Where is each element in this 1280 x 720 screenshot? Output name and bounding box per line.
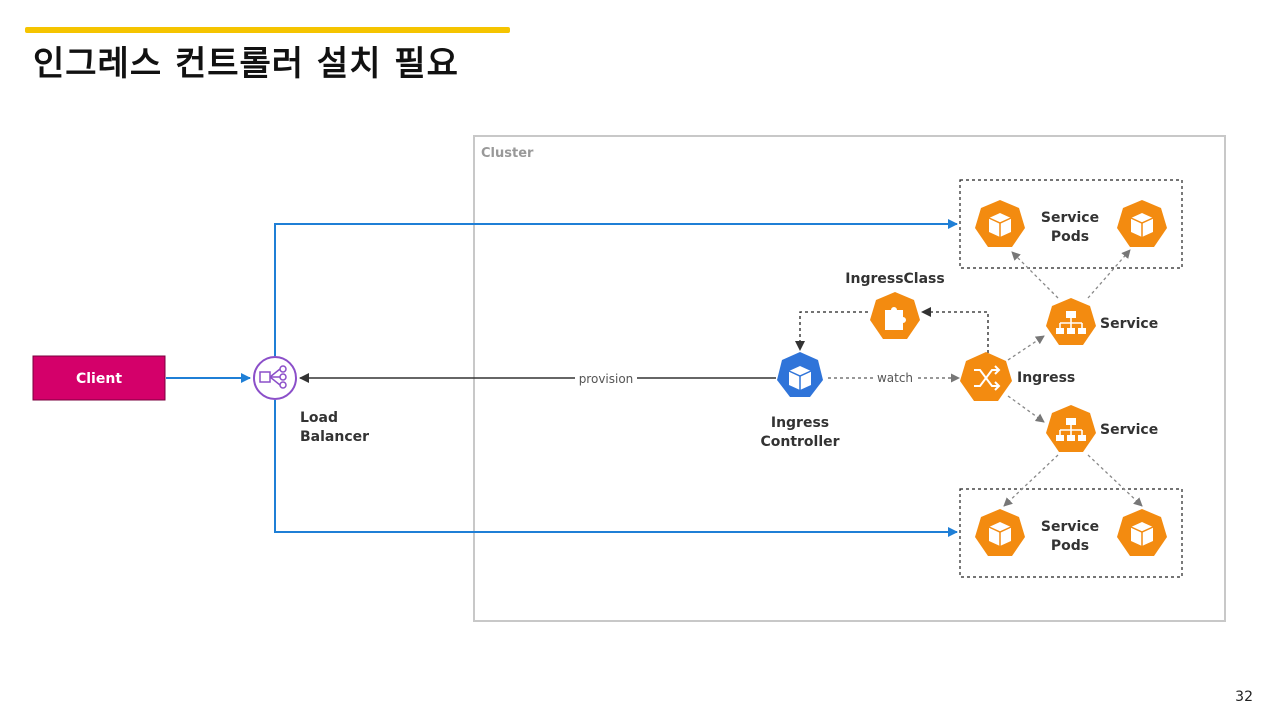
service-bottom-to-pod-right-arrow [1087,454,1143,507]
ingress-icon [960,352,1012,401]
service-icon [1046,405,1096,452]
client-label: Client [76,371,122,387]
ingress-controller-node: Ingress Controller [760,352,840,450]
pods-bottom-label-line1: Service [1041,519,1099,535]
ingressclass-to-controller-arrow [795,311,868,351]
pod-icon [1117,200,1167,247]
pods-top-label-line1: Service [1041,210,1099,226]
ingress-class-icon [870,292,920,339]
pods-group-top [959,179,1183,269]
load-balancer-icon [253,356,297,400]
slide-title: 인그레스 컨트롤러 설치 필요 [33,44,459,84]
title-accent-bar [25,27,510,33]
ingress-class-node: IngressClass [845,271,945,339]
provision-label: provision [579,372,634,386]
client-node: Client [32,355,166,401]
watch-label-bg [873,368,917,388]
service-bottom-to-pod-left-arrow [1003,454,1059,507]
pod-icon [975,200,1025,247]
page-number: 32 [1235,689,1253,705]
pods-group-bottom [959,488,1183,578]
service-bottom-label: Service [1100,422,1158,438]
service-top-label: Service [1100,316,1158,332]
ingress-to-service-top-arrow [1007,335,1045,361]
client-box [32,355,166,401]
load-balancer-node: Load Balancer [253,356,369,445]
ingress-controller-icon [777,352,823,397]
provision-label-bg [575,368,637,388]
load-balancer-label-line1: Load [300,410,338,426]
lb-to-pods-top-arrow [274,219,958,356]
pods-bottom-node: Service Pods [975,509,1167,556]
load-balancer-label-line2: Balancer [300,429,369,445]
pods-top-node: Service Pods [975,200,1167,247]
pod-icon [1117,509,1167,556]
ingress-controller-label-line1: Ingress [771,415,829,431]
service-top-to-pod-left-arrow [1011,251,1059,299]
ingress-label: Ingress [1017,370,1075,386]
ingress-to-ingressclass-arrow [921,307,989,353]
cluster-label: Cluster [481,146,534,161]
service-bottom-node: Service [1046,405,1158,452]
service-top-node: Service [1046,298,1158,345]
ingress-to-service-bottom-arrow [1007,395,1045,423]
ingress-node: Ingress [960,352,1075,401]
pod-icon [975,509,1025,556]
ingress-controller-label-line2: Controller [760,434,839,450]
pods-bottom-label-line2: Pods [1051,538,1089,554]
ingress-class-label: IngressClass [845,271,944,287]
pods-top-label-line2: Pods [1051,229,1089,245]
service-icon [1046,298,1096,345]
lb-to-pods-bottom-arrow [274,400,958,537]
service-top-to-pod-right-arrow [1087,249,1131,299]
watch-label: watch [877,371,913,385]
